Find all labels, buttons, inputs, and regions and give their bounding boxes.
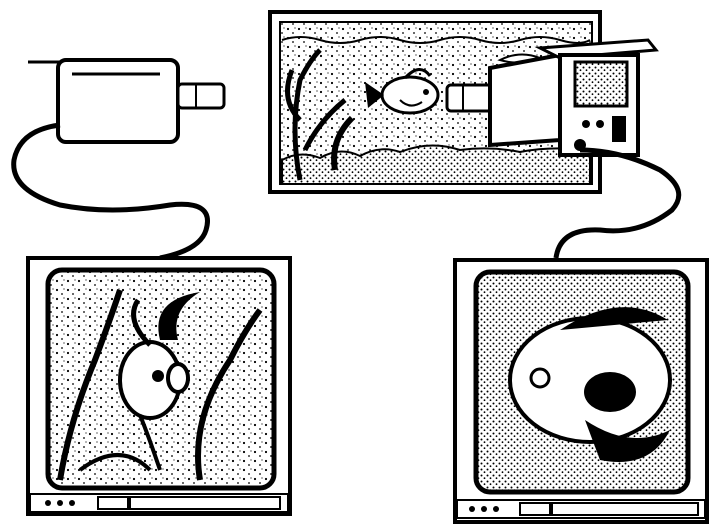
camera-left: [28, 60, 224, 142]
cable-left: [14, 125, 208, 258]
monitor-right: [455, 260, 707, 522]
monitor-left: [28, 258, 290, 514]
